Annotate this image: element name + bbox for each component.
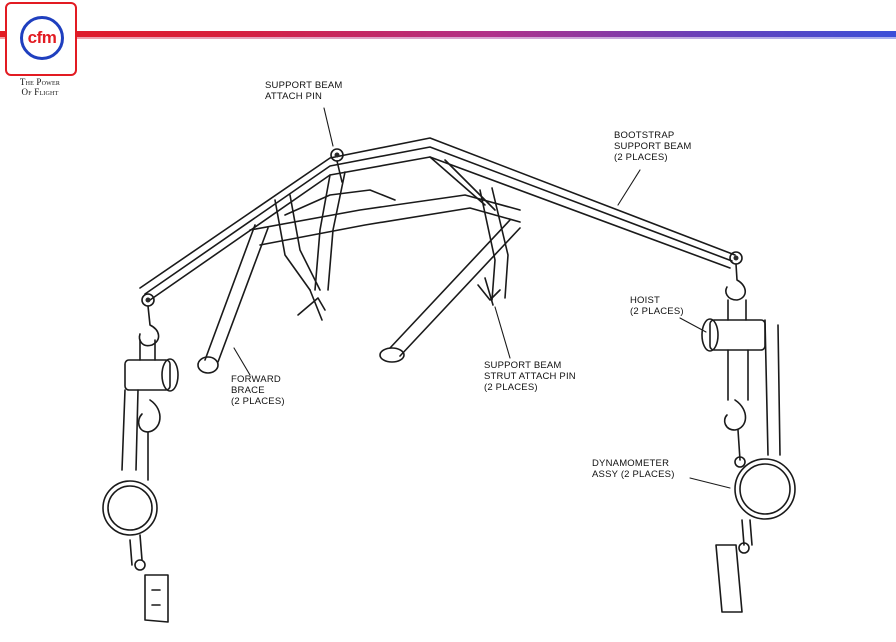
right-chain [737, 429, 741, 461]
left-adapter-holes [151, 589, 161, 606]
frame-left-1 [274, 199, 311, 291]
right-lower-link [741, 519, 753, 546]
left-hoist-drum [161, 358, 179, 392]
frame-diag-1 [479, 189, 496, 301]
leader-dyno [689, 477, 731, 489]
leader-attach-pin [323, 107, 334, 147]
left-lower-link [129, 534, 143, 566]
frame-diag-2 [491, 187, 509, 299]
leader-strut-pin [494, 306, 511, 359]
tagline: The Power Of Flight [0, 77, 80, 97]
beam-upper [139, 137, 736, 289]
right-hoist-drum [701, 318, 719, 352]
right-hanger-pin-fill [733, 255, 739, 261]
right-dyno-pin [734, 456, 746, 468]
frame-left-2 [289, 194, 321, 291]
right-hoist-frame [727, 349, 749, 401]
beam-lower [149, 156, 731, 301]
strut-pin-left [297, 289, 326, 321]
forward-brace-right-a [389, 219, 511, 349]
right-lower-pin [738, 542, 750, 554]
left-lower-pin [134, 559, 146, 571]
right-dyno-inner [739, 463, 791, 515]
frame-center-1 [429, 156, 486, 206]
left-dyno [102, 480, 158, 536]
label-support-beam-strut-attach-pin: SUPPORT BEAM STRUT ATTACH PIN (2 PLACES) [484, 360, 576, 393]
left-hoist-arm-a [121, 389, 126, 471]
right-hook-mid [723, 399, 747, 431]
logo-text: cfm [27, 28, 57, 47]
label-bootstrap-support-beam: BOOTSTRAP SUPPORT BEAM (2 PLACES) [614, 130, 692, 163]
frame-web [284, 189, 396, 216]
beam-inner-edge [144, 146, 733, 295]
left-hoist-body [124, 359, 171, 391]
label-forward-brace: FORWARD BRACE (2 PLACES) [231, 374, 285, 407]
tagline-line2: Of Flight [21, 87, 59, 97]
strut-pin-right [477, 277, 501, 306]
header-band [0, 31, 896, 37]
forward-brace-right-end [379, 347, 405, 363]
leader-forward-brace [233, 347, 251, 376]
left-hoist-arm-b [135, 389, 139, 471]
right-dyno [734, 458, 796, 520]
header-band-shadow [0, 37, 896, 39]
right-adapter [715, 544, 743, 613]
right-shackle [727, 299, 747, 321]
rear-beam [249, 194, 521, 231]
frame-center-2 [444, 159, 496, 211]
label-hoist: HOIST (2 PLACES) [630, 295, 684, 317]
forward-brace-left-a [204, 224, 256, 361]
left-dyno-inner [107, 485, 153, 531]
rear-beam-2 [259, 207, 521, 246]
attach-pin-shaft [336, 160, 343, 183]
left-hook-mid [137, 399, 161, 433]
frame-left-3 [314, 174, 331, 291]
logo-circle [20, 16, 64, 60]
leader-bootstrap [617, 169, 641, 206]
frame-left-4 [327, 171, 346, 291]
left-adapter [144, 574, 169, 623]
forward-brace-right-b [399, 227, 521, 357]
right-hoist-arm-a [764, 319, 769, 456]
tagline-line1: The Power [19, 77, 61, 87]
label-dynamometer-assy: DYNAMOMETER ASSY (2 PLACES) [592, 458, 675, 480]
forward-brace-left-end [197, 356, 219, 374]
right-hoist-arm-b [777, 324, 781, 456]
left-hanger-pin-fill [145, 297, 151, 303]
label-support-beam-attach-pin: SUPPORT BEAM ATTACH PIN [265, 80, 343, 102]
forward-brace-left-b [217, 227, 269, 363]
leader-hoist [679, 317, 707, 333]
attach-pin-fill [334, 152, 340, 158]
right-hook-top [725, 263, 747, 301]
left-shackle [139, 339, 156, 361]
